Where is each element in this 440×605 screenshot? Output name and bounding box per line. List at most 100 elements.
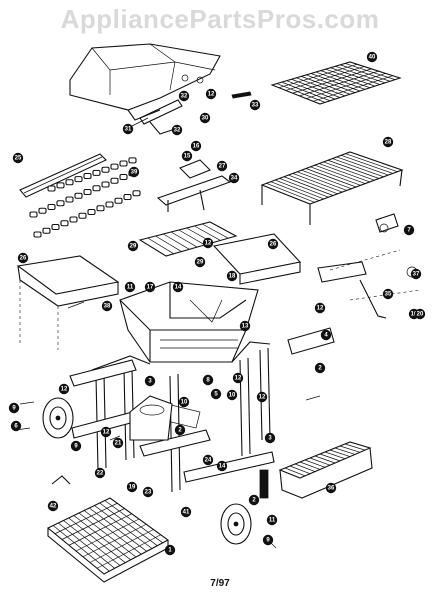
callout-2: 2 — [248, 494, 260, 506]
svg-text:21: 21 — [115, 440, 122, 446]
briquette — [56, 200, 65, 207]
callout-12: 12 — [232, 372, 244, 384]
briquette — [47, 203, 56, 211]
svg-text:1: 1 — [168, 547, 172, 553]
callout-26: 26 — [267, 238, 279, 250]
callout-39: 39 — [128, 166, 140, 178]
callout-13: 13 — [239, 320, 251, 332]
callout-33: 33 — [249, 99, 261, 111]
callout-12: 12 — [314, 302, 326, 314]
callout-31: 31 — [122, 123, 134, 135]
svg-text:17: 17 — [147, 284, 154, 290]
briquette — [69, 216, 78, 223]
callout-12: 12 — [58, 383, 70, 395]
svg-text:40: 40 — [369, 54, 376, 60]
briquette — [92, 169, 101, 176]
svg-text:31: 31 — [125, 126, 132, 132]
heat-shield-bar — [19, 153, 107, 198]
briquette — [65, 179, 74, 186]
briquette — [87, 208, 96, 216]
svg-text:19: 19 — [129, 484, 136, 490]
svg-text:11: 11 — [269, 517, 276, 523]
svg-text:27: 27 — [219, 163, 226, 169]
briquette — [47, 185, 56, 192]
callout-17: 17 — [144, 281, 156, 293]
svg-text:24: 24 — [205, 457, 212, 463]
callout-6: 6 — [10, 420, 22, 432]
svg-text:14: 14 — [219, 463, 226, 469]
svg-text:3: 3 — [268, 435, 272, 441]
briquette — [38, 207, 47, 214]
svg-text:12: 12 — [317, 305, 324, 311]
callout-29: 29 — [127, 240, 139, 252]
callout-22: 22 — [94, 467, 106, 479]
briquette — [114, 197, 123, 204]
lid-handle — [131, 76, 252, 135]
svg-text:42: 42 — [50, 503, 57, 509]
svg-text:23: 23 — [145, 489, 152, 495]
briquette — [83, 172, 92, 180]
briquette — [101, 181, 110, 188]
callout-16: 16 — [190, 140, 202, 152]
callout-12: 12 — [205, 88, 217, 100]
svg-text:39: 39 — [131, 169, 138, 175]
callout-12: 12 — [202, 237, 214, 249]
briquette — [101, 166, 110, 173]
svg-text:36: 36 — [328, 485, 335, 491]
briquette — [78, 212, 87, 219]
footer-code: 7/97 — [210, 578, 230, 589]
left-side-shelf — [16, 255, 120, 350]
callout-10: 10 — [178, 396, 190, 408]
right-side-shelf — [212, 233, 302, 285]
svg-text:30: 30 — [202, 115, 209, 121]
briquette — [42, 227, 51, 234]
briquette — [51, 223, 60, 231]
svg-text:12: 12 — [103, 429, 110, 435]
svg-text:10: 10 — [229, 392, 236, 398]
svg-text:37: 37 — [413, 271, 420, 277]
svg-text:4: 4 — [324, 332, 328, 338]
warming-rack — [260, 151, 404, 225]
callout-34: 34 — [228, 172, 240, 184]
callout-20: 20 — [414, 308, 426, 320]
callout-29: 29 — [194, 256, 206, 268]
briquette — [29, 211, 38, 218]
svg-text:12: 12 — [235, 375, 242, 381]
svg-text:35: 35 — [385, 291, 392, 297]
briquette — [119, 160, 128, 167]
callout-23: 23 — [142, 486, 154, 498]
callout-42: 42 — [47, 500, 59, 512]
callout-32: 32 — [178, 90, 190, 102]
propane-tank — [129, 395, 173, 441]
svg-text:8: 8 — [206, 377, 210, 383]
callout-3: 3 — [264, 432, 276, 444]
svg-text:12: 12 — [61, 386, 68, 392]
callout-35: 35 — [382, 288, 394, 300]
svg-text:25: 25 — [15, 155, 22, 161]
callout-12: 12 — [256, 391, 268, 403]
callout-25: 25 — [12, 152, 24, 164]
cooking-grid-top — [270, 61, 402, 105]
svg-text:9: 9 — [74, 443, 78, 449]
callout-5: 5 — [210, 388, 222, 400]
svg-text:10: 10 — [181, 399, 188, 405]
svg-text:11: 11 — [127, 284, 134, 290]
svg-text:2: 2 — [252, 497, 256, 503]
svg-text:10: 10 — [411, 311, 418, 317]
svg-text:22: 22 — [97, 470, 104, 476]
briquette — [96, 205, 105, 212]
svg-text:3: 3 — [148, 378, 152, 384]
watermark: AppliancePartsPros.com — [60, 4, 380, 34]
briquette — [56, 182, 65, 189]
svg-text:38: 38 — [104, 303, 111, 309]
callout-32: 32 — [171, 124, 183, 136]
briquette — [92, 185, 101, 192]
callout-11: 11 — [124, 281, 136, 293]
callout-38: 38 — [101, 300, 113, 312]
svg-text:41: 41 — [183, 509, 190, 515]
callout-28: 28 — [382, 136, 394, 148]
callout-9: 9 — [8, 402, 20, 414]
callout-8: 8 — [202, 374, 214, 386]
briquette — [132, 190, 141, 197]
